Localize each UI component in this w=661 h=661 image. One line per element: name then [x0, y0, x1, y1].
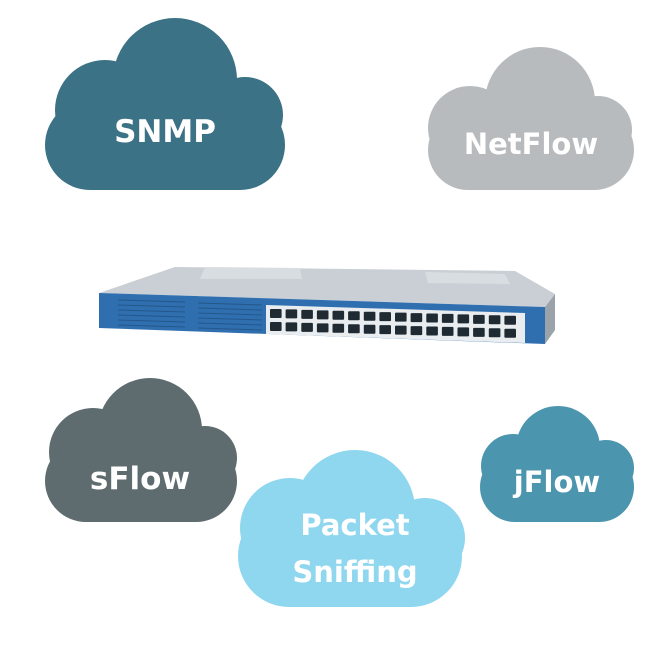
switch-port: [285, 322, 298, 332]
cloud-netflow-shape: [428, 47, 634, 190]
switch-port: [441, 313, 454, 323]
cloud-packet-label-line1: Packet: [300, 508, 409, 542]
network-switch: [99, 267, 555, 344]
switch-port: [270, 322, 282, 331]
switch-top-panel-left: [200, 267, 302, 279]
switch-right-side: [545, 294, 555, 344]
switch-port: [348, 311, 360, 321]
switch-port: [473, 327, 485, 337]
switch-port: [395, 312, 407, 322]
switch-port: [488, 328, 501, 338]
switch-port: [316, 323, 329, 333]
cloud-packet-sniffing: Packet Sniffing: [238, 450, 465, 607]
switch-port: [316, 310, 329, 320]
switch-vent-middle: [197, 302, 263, 331]
cloud-packet-label-line2: Sniffing: [292, 555, 417, 589]
switch-port: [348, 324, 360, 334]
switch-port: [426, 313, 438, 323]
switch-port: [488, 315, 501, 325]
switch-top-panel-right: [425, 272, 510, 284]
switch-port: [285, 309, 298, 319]
cloud-jflow: jFlow: [480, 406, 634, 522]
switch-port: [473, 314, 485, 324]
switch-port: [504, 328, 516, 338]
switch-port: [410, 313, 423, 323]
switch-vent-left: [117, 299, 186, 328]
cloud-jflow-label: jFlow: [513, 465, 600, 499]
switch-port: [363, 311, 376, 321]
switch-port: [504, 315, 516, 325]
switch-port: [457, 327, 470, 337]
switch-port: [332, 310, 345, 320]
switch-port: [457, 314, 470, 324]
cloud-netflow-label: NetFlow: [464, 127, 598, 161]
switch-port: [363, 324, 376, 334]
switch-port: [426, 326, 438, 336]
cloud-snmp-label: SNMP: [114, 114, 216, 150]
switch-port: [332, 323, 345, 333]
cloud-snmp: SNMP: [45, 18, 285, 190]
cloud-sflow-label: sFlow: [90, 461, 190, 497]
cloud-snmp-shape: [45, 18, 285, 190]
switch-ports: [270, 309, 516, 338]
switch-port: [379, 312, 391, 322]
switch-port: [270, 309, 282, 318]
switch-port: [441, 326, 454, 336]
cloud-sflow: sFlow: [45, 378, 237, 522]
switch-port: [410, 326, 423, 336]
cloud-jflow-shape: [480, 406, 634, 522]
cloud-packet-shape: [238, 450, 465, 607]
cloud-sflow-shape: [45, 378, 237, 522]
cloud-netflow: NetFlow: [428, 47, 634, 190]
switch-port: [395, 325, 407, 335]
switch-port: [301, 322, 313, 332]
switch-port: [379, 325, 391, 335]
switch-port: [301, 309, 313, 319]
